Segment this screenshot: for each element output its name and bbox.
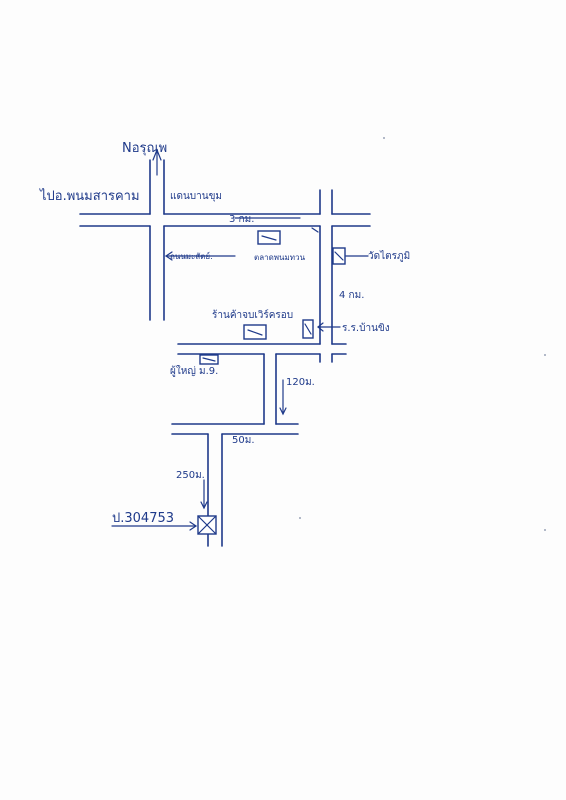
road-top — [79, 213, 371, 227]
scan-dot — [544, 529, 546, 531]
north-road-label: Nอรุณพ — [122, 141, 167, 156]
road-right — [311, 189, 333, 363]
dist-50-label: 50ม. — [232, 435, 255, 446]
dist-250-label: 250ม. — [176, 470, 205, 481]
dist-right-label: 4 กม. — [339, 290, 364, 301]
target-code-label: ป.304753 — [112, 511, 174, 526]
road-side-label: ถนนมะสัตย์. — [170, 251, 213, 261]
scan-dot — [299, 517, 301, 519]
school-label: ร.ร.บ้านขิง — [342, 322, 390, 334]
village-label: ผู้ใหญ่ ม.9. — [170, 365, 218, 377]
road-connector — [263, 353, 287, 425]
dist-120-label: 120ม. — [286, 377, 315, 388]
road-middle — [177, 343, 347, 355]
road-lower — [171, 423, 299, 435]
top-road-label: แดนบานขุม — [170, 191, 222, 202]
shop-label: ร้านค้าจบเวิร์ครอบ — [212, 309, 293, 321]
road-north — [149, 148, 165, 321]
market-label: ตลาดพนมทวน — [254, 253, 306, 262]
west-road-label: ไปอ.พนมสารคาม — [39, 188, 140, 204]
temple-label: วัดไตรภูมิ — [368, 250, 410, 262]
target-marker-icon — [197, 515, 217, 535]
dist-top-label: 3 กม. — [229, 214, 254, 225]
scan-dot — [383, 137, 385, 139]
scan-dot — [544, 354, 546, 356]
